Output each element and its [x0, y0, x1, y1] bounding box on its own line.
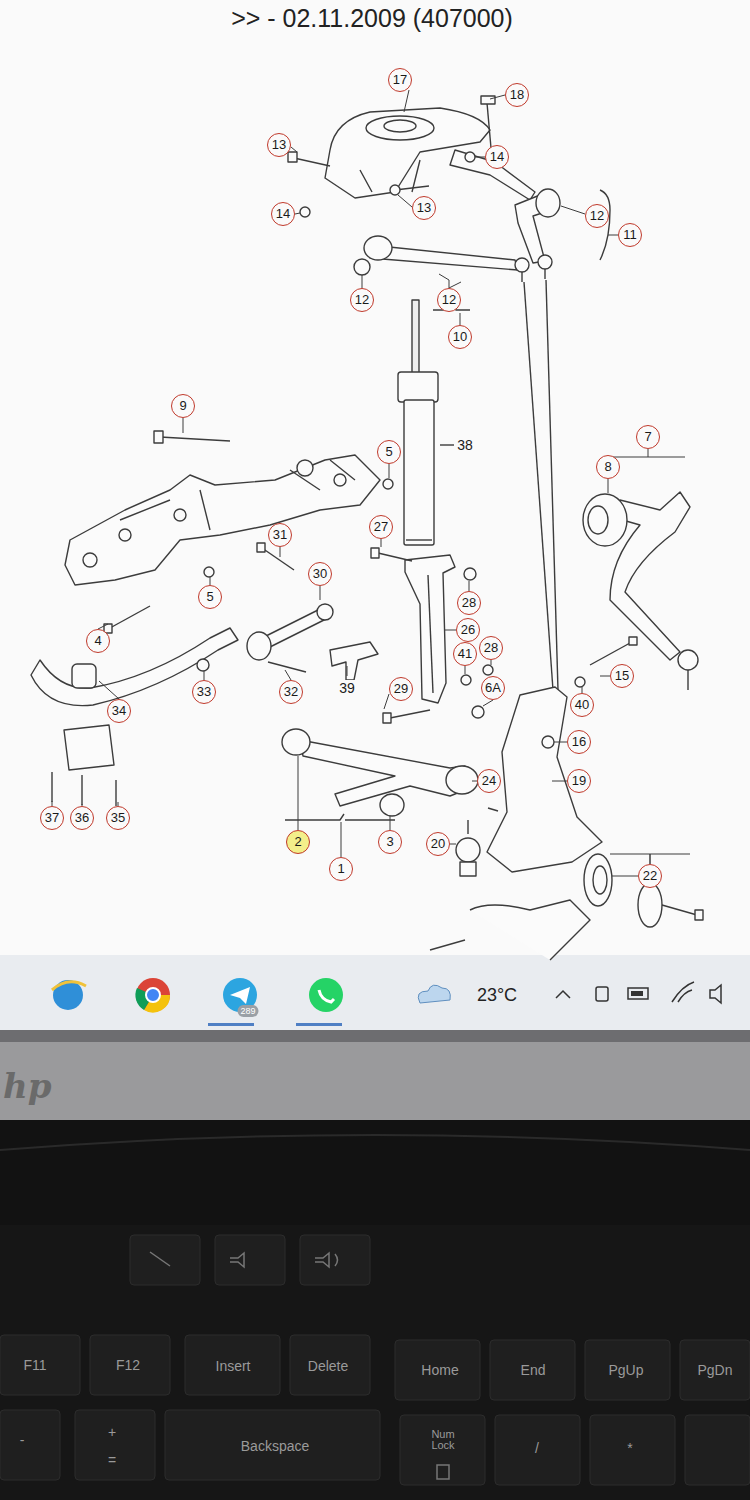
- callout-number: 33: [192, 680, 216, 704]
- callout-number: 2: [286, 830, 310, 854]
- callout-number: 12: [350, 288, 374, 312]
- callout-number: 5: [377, 440, 401, 464]
- callout-number: 15: [610, 664, 634, 688]
- callout-number: 18: [505, 83, 529, 107]
- callout-number: 7: [636, 425, 660, 449]
- callout-number: 1: [329, 857, 353, 881]
- callout-number: 28: [479, 636, 503, 660]
- key-label: F12: [116, 1357, 140, 1373]
- callout-number: 13: [412, 196, 436, 220]
- callout-number: 41: [453, 642, 477, 666]
- callout-number: 36: [70, 806, 94, 830]
- brand-logo: hp: [3, 1066, 52, 1106]
- key-label: Home: [421, 1362, 458, 1378]
- callout-number: 29: [389, 677, 413, 701]
- callout-number: 38: [455, 437, 475, 453]
- key-label: Num Lock: [425, 1429, 461, 1451]
- callout-number: 17: [388, 68, 412, 92]
- key-label: F11: [23, 1357, 46, 1373]
- callout-number: 40: [570, 693, 594, 717]
- callout-number: 27: [369, 515, 393, 539]
- callout-number: 14: [485, 145, 509, 169]
- callout-number: 10: [448, 325, 472, 349]
- key-label: PgDn: [697, 1362, 732, 1378]
- callout-number: 4: [86, 629, 110, 653]
- key-label: Insert: [215, 1358, 250, 1374]
- callout-number: 11: [618, 223, 642, 247]
- callout-number: 20: [426, 832, 450, 856]
- badge-count: 289: [237, 1005, 258, 1017]
- key-label: End: [521, 1362, 546, 1378]
- callout-number: 32: [279, 680, 303, 704]
- weather-text: 23°C: [477, 985, 517, 1006]
- callout-number: 34: [107, 699, 131, 723]
- callout-number: 28: [457, 591, 481, 615]
- key-label: *: [627, 1440, 632, 1456]
- callout-number: 35: [106, 806, 130, 830]
- callout-number: 31: [268, 523, 292, 547]
- callout-number: 19: [567, 769, 591, 793]
- callout-number: 12: [585, 204, 609, 228]
- callout-number: 30: [308, 562, 332, 586]
- callout-number: 14: [271, 202, 295, 226]
- callout-number: 26: [456, 618, 480, 642]
- key-label: +: [108, 1424, 116, 1440]
- key-label: Backspace: [241, 1438, 309, 1454]
- key-label: /: [535, 1440, 539, 1456]
- callout-number: 3: [378, 830, 402, 854]
- callout-number: 37: [40, 806, 64, 830]
- callout-number: 8: [596, 455, 620, 479]
- key-label: =: [108, 1452, 116, 1468]
- callout-number: 16: [567, 730, 591, 754]
- key-label: -: [20, 1432, 25, 1448]
- callout-number: 6A: [481, 676, 505, 700]
- callout-number: 22: [638, 864, 662, 888]
- callout-number: 13: [267, 133, 291, 157]
- key-label: Delete: [308, 1358, 348, 1374]
- callout-number: 9: [171, 394, 195, 418]
- callout-number: 39: [337, 680, 357, 696]
- header-text: >> - 02.11.2009 (407000): [227, 4, 517, 33]
- callout-number: 24: [477, 769, 501, 793]
- callout-number: 5: [198, 585, 222, 609]
- key-label: PgUp: [608, 1362, 643, 1378]
- callout-number: 12: [437, 288, 461, 312]
